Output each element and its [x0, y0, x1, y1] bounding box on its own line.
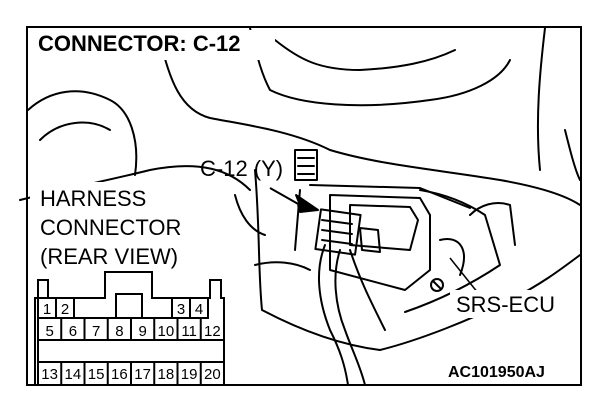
pin-16: 16 — [111, 366, 128, 383]
pin-18: 18 — [158, 366, 175, 383]
pin-15: 15 — [88, 366, 105, 383]
pin-14: 14 — [65, 366, 82, 383]
pin-7: 7 — [92, 323, 100, 340]
dashboard-illustration — [19, 27, 581, 386]
pin-13: 13 — [41, 366, 58, 383]
pin-9: 9 — [138, 323, 146, 340]
ecu-label: SRS-ECU — [456, 292, 555, 317]
diagram-title: CONNECTOR: C-12 — [38, 31, 241, 56]
title-backing — [30, 30, 275, 60]
pin-12: 12 — [204, 323, 221, 340]
pin-17: 17 — [134, 366, 151, 383]
pin-19: 19 — [181, 366, 198, 383]
pin-11: 11 — [181, 323, 197, 340]
harness-label-line-1: HARNESS — [40, 186, 146, 211]
pin-4: 4 — [195, 301, 203, 318]
callout-arrow — [269, 187, 319, 213]
connector-callout-label: C-12 (Y) — [200, 156, 283, 181]
figure-code: AC101950AJ — [448, 364, 545, 381]
ecu-leader-line — [449, 257, 479, 294]
harness-label-backing — [30, 182, 205, 272]
pin-8: 8 — [115, 323, 123, 340]
pin-1: 1 — [43, 301, 51, 318]
figure-frame — [26, 26, 582, 386]
ecu-label-backing — [450, 290, 570, 318]
pin-3: 3 — [177, 301, 185, 318]
harness-label-line-3: (REAR VIEW) — [40, 244, 178, 269]
pin-6: 6 — [69, 323, 77, 340]
pin-10: 10 — [158, 323, 175, 340]
pin-20: 20 — [204, 366, 221, 383]
pin-2: 2 — [61, 301, 69, 318]
pin-5: 5 — [45, 323, 53, 340]
harness-label-line-2: CONNECTOR — [40, 215, 181, 240]
